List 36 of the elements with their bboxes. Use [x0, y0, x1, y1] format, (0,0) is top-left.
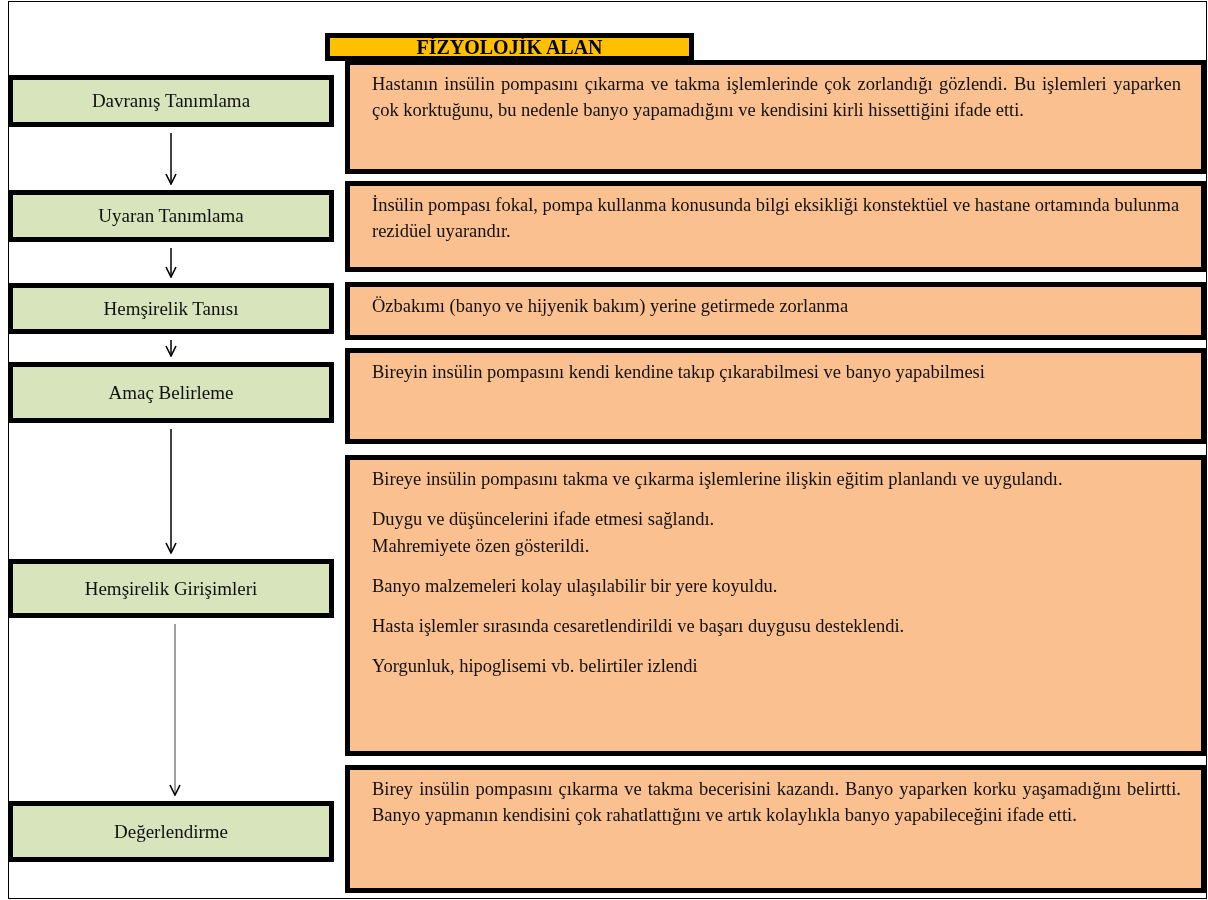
description-box [345, 765, 1206, 893]
description-text: Banyo malzemeleri kolay ulaşılabilir bir yere koyuldu. [372, 574, 779, 598]
step-label: Hemşirelik Girişimleri [84, 577, 258, 600]
description-text: Mahremiyete özen gösterildi. [372, 534, 591, 558]
arrow [165, 428, 177, 554]
step-box [8, 362, 334, 423]
description-text: Yorgunluk, hipoglisemi vb. belirtiler izlendi [372, 655, 699, 679]
step-label: Değerlendirme [114, 820, 228, 843]
step-label: Hemşirelik Tanısı [103, 297, 239, 320]
description-text: Özbakımı (banyo ve hijyenik bakım) yerine getirmede zorlanma [372, 295, 850, 318]
description-text: Hasta işlemler sırasında cesaretlendirildi ve başarı duygusu desteklendi. [372, 615, 906, 639]
step-label: Davranış Tanımlama [91, 90, 251, 112]
step-box [8, 801, 334, 862]
step-box [8, 75, 334, 127]
title-box [325, 33, 694, 61]
arrow [165, 247, 177, 278]
description-text: Hastanın insülin pompasını çıkarma ve takma işlemlerinde çok zorlandığı gözlendi. Bu işlemleri yaparken çok korktuğunu, bu nedenle banyo yapamadığını ve kendisini kirli hissettiğini ifade etti. [372, 73, 1181, 123]
description-text: Birey insülin pompasını çıkarma ve takma becerisini kazandı. Banyo yaparken korku yaşamadığını belirtti. Banyo yapmanın kendisini çok rahatlattığını ve artık kolaylıkla banyo yapabileceğini ifade etti. [372, 778, 1181, 828]
step-label: Uyaran Tanımlama [98, 205, 244, 227]
description-box [345, 181, 1206, 272]
step-box [8, 283, 334, 334]
description-box [345, 60, 1206, 174]
arrow [169, 623, 181, 796]
description-text: İnsülin pompası fokal, pompa kullanma konusunda bilgi eksikliği konstektüel ve hastane ortamında bulunma rezidüel uyarandır. [372, 194, 1181, 244]
step-label: Amaç Belirleme [108, 381, 234, 404]
arrow [165, 339, 177, 357]
description-box [345, 282, 1206, 340]
description-text: Duygu ve düşüncelerini ifade etmesi sağlandı. [372, 508, 716, 532]
step-box [8, 559, 334, 618]
description-text: Bireye insülin pompasını takma ve çıkarma işlemlerine ilişkin eğitim planlandı ve uygulandı. [372, 468, 1064, 491]
title-text: FİZYOLOJİK ALAN [416, 35, 603, 59]
arrow [165, 132, 177, 185]
description-box [345, 348, 1206, 444]
step-box [8, 190, 334, 242]
description-box [345, 455, 1206, 756]
description-text: Bireyin insülin pompasını kendi kendine takıp çıkarabilmesi ve banyo yapabilmesi [372, 361, 986, 384]
